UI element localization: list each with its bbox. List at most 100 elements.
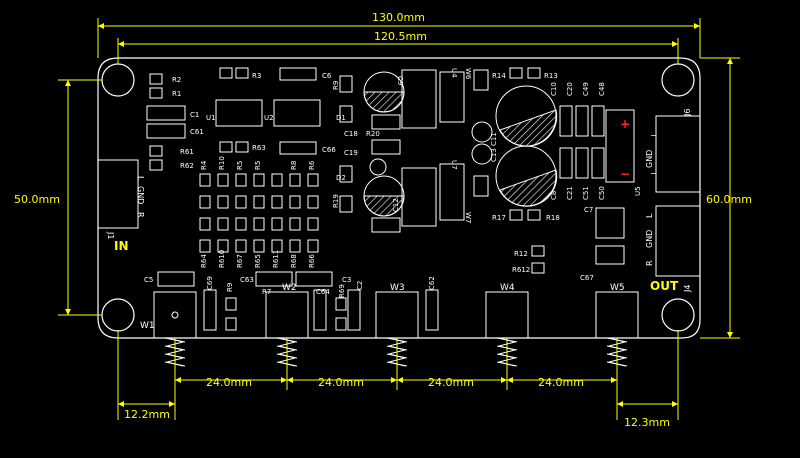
svg-text:C6: C6 <box>322 72 332 80</box>
svg-text:R67: R67 <box>236 254 244 268</box>
svg-text:R3: R3 <box>252 72 261 80</box>
pot-w2 <box>265 291 309 339</box>
minus-marker: − <box>620 167 630 181</box>
svg-text:R14: R14 <box>492 72 506 80</box>
pot-w1 <box>153 291 197 339</box>
dim-pot-spacing-2: 24.0mm <box>318 376 364 389</box>
svg-text:D1: D1 <box>336 114 346 122</box>
svg-text:L: L <box>645 213 654 218</box>
svg-text:C11: C11 <box>490 132 498 146</box>
svg-text:R17: R17 <box>492 214 506 222</box>
svg-text:W7: W7 <box>464 212 472 223</box>
svg-text:R7: R7 <box>262 288 271 296</box>
hole-bottom-left <box>101 298 135 332</box>
capacitors <box>363 71 557 217</box>
svg-text:C63: C63 <box>240 276 254 284</box>
svg-text:C1: C1 <box>190 111 199 119</box>
pot-w3 <box>375 291 419 339</box>
svg-text:C3: C3 <box>342 276 351 284</box>
input-label: IN <box>114 239 129 253</box>
dim-hole-spacing: 120.5mm <box>374 30 427 43</box>
svg-text:R2: R2 <box>172 76 181 84</box>
svg-text:R61: R61 <box>180 148 194 156</box>
svg-text:C61: C61 <box>190 128 204 136</box>
silkscreen-labels: R2 R1 C1 C61 R61 R62 U1 R3 U2 R63 C6 C66… <box>144 68 642 298</box>
svg-text:W1: W1 <box>140 321 155 331</box>
svg-text:R5: R5 <box>254 161 262 170</box>
board-outline <box>97 57 701 339</box>
svg-text:C2: C2 <box>356 281 364 290</box>
svg-text:W6: W6 <box>464 68 472 80</box>
svg-text:C10: C10 <box>550 82 558 96</box>
svg-text:U4: U4 <box>450 68 458 78</box>
svg-text:GND: GND <box>645 230 654 248</box>
svg-text:C69: C69 <box>206 276 214 290</box>
svg-text:R20: R20 <box>366 130 380 138</box>
output-label: OUT <box>650 279 679 293</box>
svg-text:C48: C48 <box>598 82 606 96</box>
svg-text:R5: R5 <box>236 161 244 170</box>
svg-text:R4: R4 <box>200 160 208 170</box>
svg-text:R64: R64 <box>200 254 208 268</box>
svg-text:C9: C9 <box>396 76 404 85</box>
pot-w4 <box>485 291 529 339</box>
svg-text:W4: W4 <box>500 283 515 293</box>
svg-text:−: − <box>650 169 657 178</box>
svg-text:U2: U2 <box>264 114 274 122</box>
svg-text:U5: U5 <box>634 186 642 196</box>
hole-top-right <box>661 63 695 97</box>
svg-text:C19: C19 <box>344 149 358 157</box>
svg-text:U7: U7 <box>450 160 458 170</box>
svg-text:C8: C8 <box>550 191 558 200</box>
svg-text:R612: R612 <box>512 266 530 274</box>
svg-text:C50: C50 <box>598 186 606 200</box>
svg-text:R9: R9 <box>226 283 234 292</box>
hole-bottom-right <box>661 298 695 332</box>
svg-text:R63: R63 <box>252 144 266 152</box>
svg-text:C62: C62 <box>428 276 436 290</box>
svg-text:C18: C18 <box>344 130 358 138</box>
pot-w5 <box>595 291 639 339</box>
svg-text:W3: W3 <box>390 283 405 293</box>
pot-shafts <box>164 337 628 367</box>
svg-text:W2: W2 <box>282 283 297 293</box>
svg-text:R1: R1 <box>172 90 181 98</box>
svg-text:GND: GND <box>136 186 145 204</box>
svg-text:C66: C66 <box>322 146 336 154</box>
potentiometers <box>153 291 639 339</box>
svg-text:R: R <box>136 212 145 218</box>
dim-overall-width: 130.0mm <box>372 11 425 24</box>
dim-pot-spacing-4: 24.0mm <box>538 376 584 389</box>
pot-labels: W1 W2 W3 W4 W5 <box>140 283 625 331</box>
svg-text:J1: J1 <box>106 231 115 239</box>
svg-text:C51: C51 <box>582 186 590 200</box>
svg-text:C7: C7 <box>584 206 593 214</box>
svg-text:R62: R62 <box>180 162 194 170</box>
dim-pot-spacing-1: 24.0mm <box>206 376 252 389</box>
svg-text:R13: R13 <box>544 72 558 80</box>
svg-text:R9: R9 <box>332 81 340 90</box>
dim-height-left: 50.0mm <box>14 193 60 206</box>
connector-pin-labels: L GND R J1 L GND R J4 GND J6 − − <box>106 109 692 293</box>
svg-text:R6: R6 <box>308 160 316 170</box>
svg-text:R68: R68 <box>290 254 298 268</box>
svg-text:W5: W5 <box>610 283 625 293</box>
svg-text:R66: R66 <box>308 254 316 268</box>
svg-text:R611: R611 <box>272 250 280 268</box>
hole-top-left <box>101 63 135 97</box>
dim-right-offset: 12.3mm <box>624 416 670 429</box>
svg-text:C21: C21 <box>566 186 574 200</box>
svg-text:R: R <box>645 260 654 266</box>
svg-text:R69: R69 <box>338 284 346 298</box>
input-connector <box>97 159 139 229</box>
svg-text:GND: GND <box>645 150 654 168</box>
svg-text:−: − <box>650 131 657 140</box>
power-connector <box>655 115 701 193</box>
plus-marker: + <box>620 117 630 131</box>
dim-height-right: 60.0mm <box>706 193 752 206</box>
svg-text:R8: R8 <box>290 161 298 170</box>
dim-left-offset: 12.2mm <box>124 408 170 421</box>
svg-text:C5: C5 <box>144 276 153 284</box>
svg-text:C20: C20 <box>566 82 574 96</box>
